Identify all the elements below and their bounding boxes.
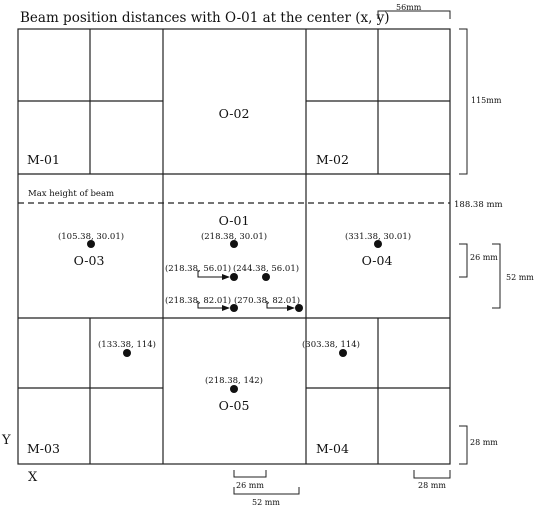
dimension-top-width-label: 56mm [396,3,422,12]
module-label-m02: M-02 [316,152,349,167]
beam-point-dot [230,304,238,312]
beam-point-label: (270.38, 82.01) [234,295,300,306]
dimension-bottom-28 [413,470,451,479]
beam-point-label: (218.38, 30.01) [201,231,267,242]
outer-frame [17,28,451,465]
dimension-right-52 [492,243,501,309]
dimension-right-26-label: 26 mm [470,253,498,262]
dimension-bottom-52-label: 52 mm [252,498,280,507]
module-label-m01: M-01 [27,152,60,167]
offset-arrows [197,270,295,311]
beam-point-label: (105.38, 30.01) [58,231,124,242]
beam-point-dot [230,273,238,281]
beam-point-dot [123,349,131,357]
y-axis-label: Y [1,433,11,448]
beam-points: (105.38, 30.01) (218.38, 30.01) (331.38,… [58,231,411,393]
dimension-right-upper-label: 115mm [471,96,502,105]
diagram-title: Beam position distances with O-01 at the… [20,10,390,26]
beam-point-dot [230,385,238,393]
dimension-bottom-26 [233,470,267,478]
beam-point-label: (218.38, 142) [205,375,263,386]
dimension-bottom-52 [233,487,300,495]
beam-point-label: (331.38, 30.01) [345,231,411,242]
beam-point-dot [87,240,95,248]
x-axis-label: X [28,470,38,485]
beam-point-label: (218.38, 56.01) [165,263,231,274]
beam-point-dot [374,240,382,248]
module-label-o03: O-03 [74,253,105,268]
beam-point-dot [230,240,238,248]
dimension-right-28 [459,425,468,465]
dimension-top-width [377,10,451,19]
module-label-o05: O-05 [219,398,250,413]
max-beam-height-label: Max height of beam [28,189,114,199]
dimension-right-upper [459,28,468,175]
module-label-o01: O-01 [219,213,250,228]
dimension-bottom-26-label: 26 mm [236,481,264,490]
dimension-right-26 [459,243,468,278]
offset-arrow [266,301,295,311]
module-label-o02: O-02 [219,106,250,121]
dimension-right-52-label: 52 mm [506,273,534,282]
beam-point-dot [262,273,270,281]
beam-point-dot [295,304,303,312]
max-beam-height-value: 188.38 mm [454,200,503,210]
beam-point-label: (244.38, 56.01) [233,263,299,274]
beam-point-dot [339,349,347,357]
module-label-m04: M-04 [316,441,349,456]
offset-arrow [197,301,230,311]
dimension-bottom-28-label: 28 mm [418,481,446,490]
dimension-right-28-label: 28 mm [470,438,498,447]
beam-point-label: (218.38, 82.01) [165,295,231,306]
beam-point-label: (303.38, 114) [302,339,360,350]
grid [17,28,451,465]
offset-arrow [197,270,230,280]
module-label-m03: M-03 [27,441,60,456]
beam-point-label: (133.38, 114) [98,339,156,350]
module-label-o04: O-04 [362,253,393,268]
